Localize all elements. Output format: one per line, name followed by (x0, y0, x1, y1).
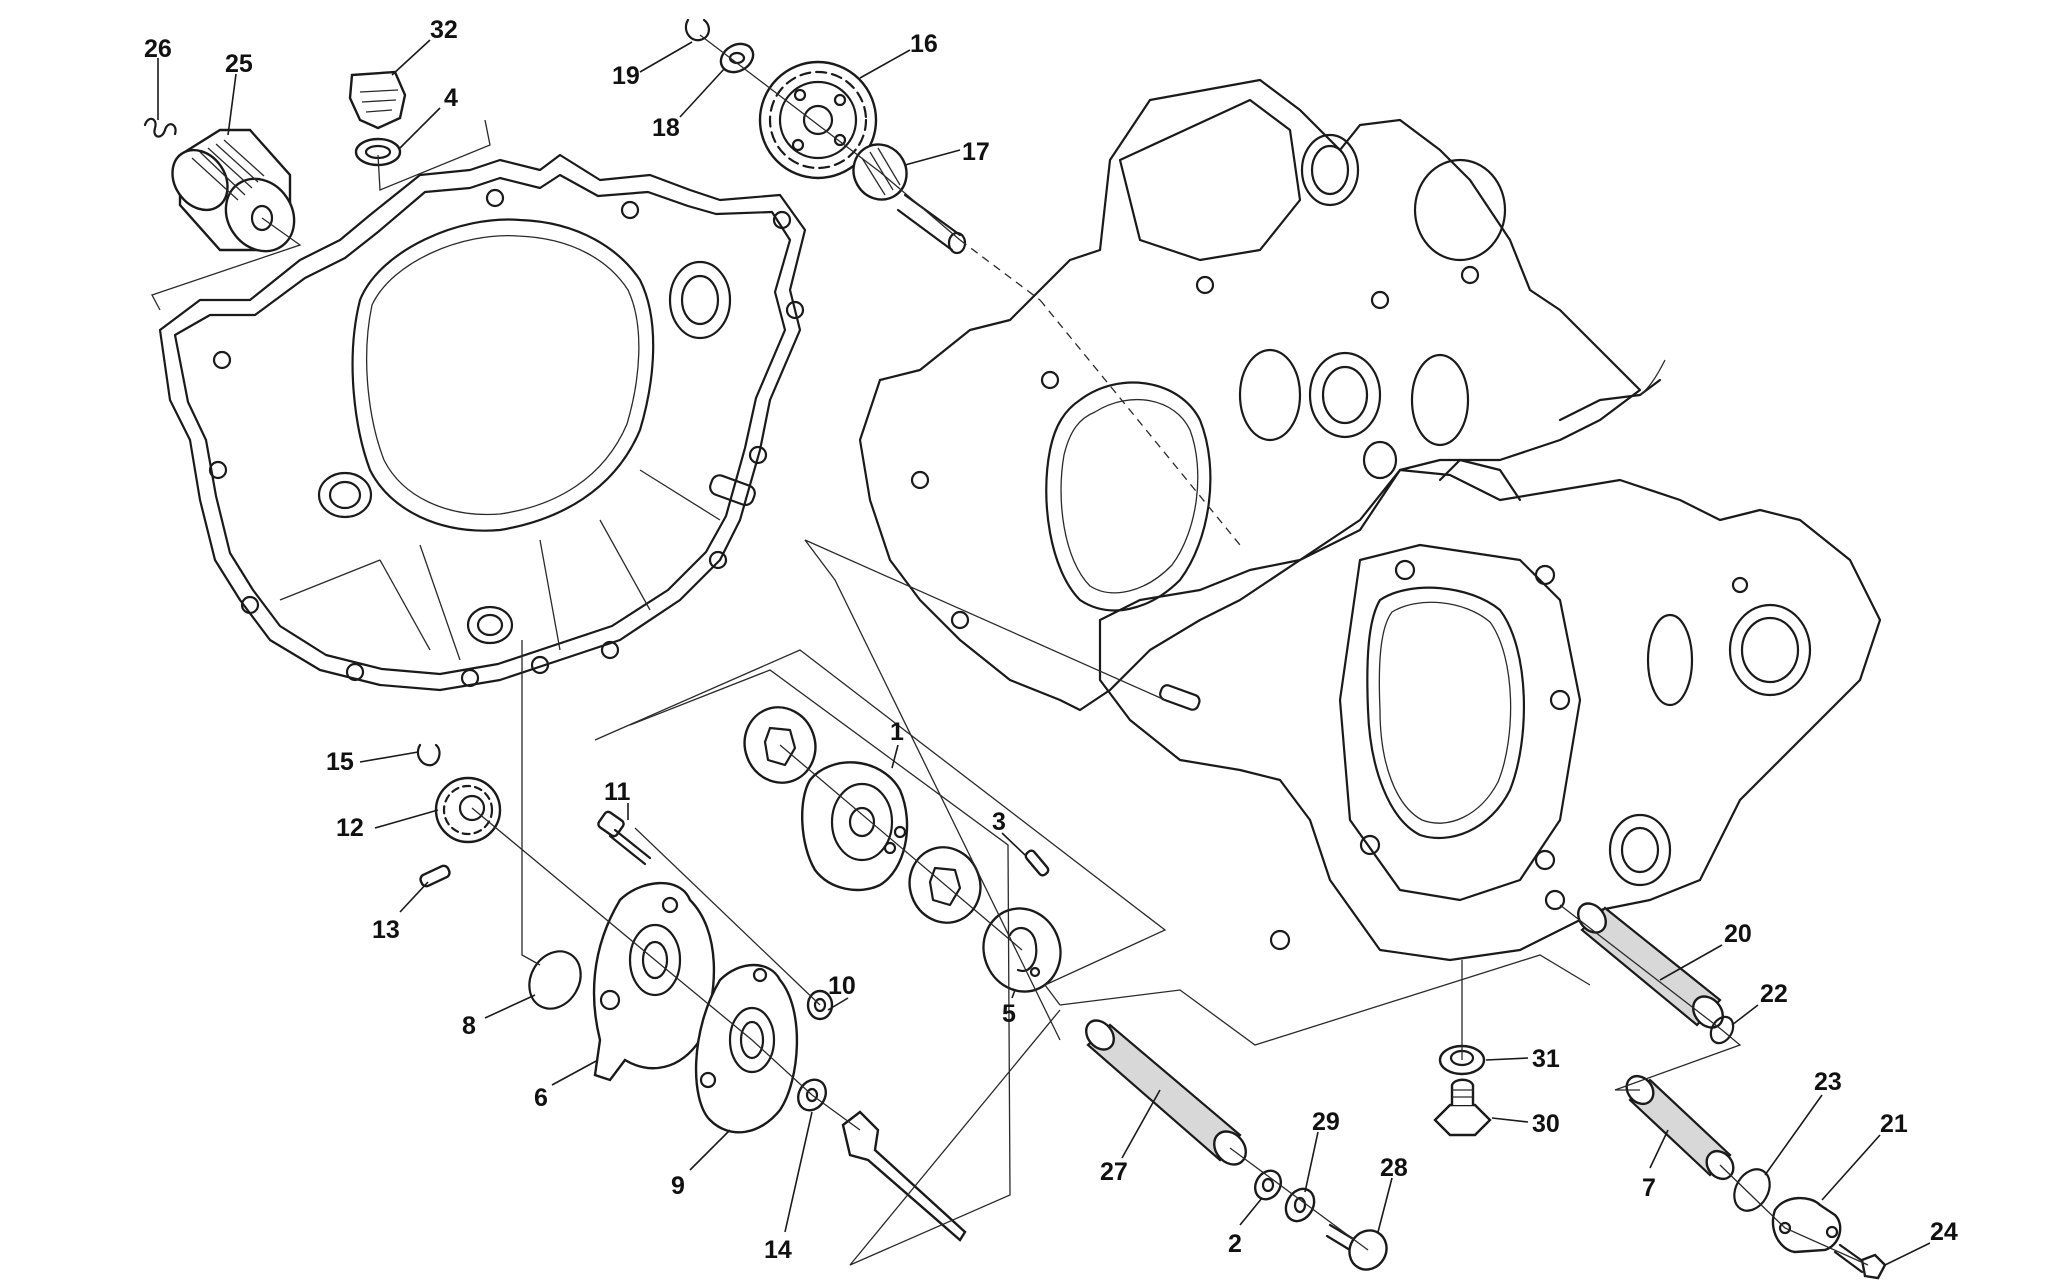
leader-lines (157, 39, 1931, 1266)
callout-4: 4 (444, 84, 458, 112)
clip-19 (684, 18, 710, 42)
callout-3: 3 (992, 808, 1006, 836)
filler-plug-32 (348, 70, 407, 130)
oil-screen-20 (1577, 902, 1724, 1029)
callout-19: 19 (612, 62, 640, 90)
crankcase-left-half (858, 78, 1666, 712)
callout-30: 30 (1532, 1110, 1560, 1138)
callout-6: 6 (534, 1084, 548, 1112)
callout-7: 7 (1642, 1174, 1656, 1202)
bolt-24 (1833, 1243, 1887, 1280)
callout-2: 2 (1228, 1230, 1242, 1258)
callout-20: 20 (1724, 920, 1752, 948)
callout-13: 13 (372, 916, 400, 944)
circlip-22 (1709, 1015, 1735, 1045)
callout-22: 22 (1760, 980, 1788, 1008)
bushing-10 (806, 989, 834, 1021)
washer-29 (1284, 1187, 1316, 1223)
callout-18: 18 (652, 114, 680, 142)
callout-5: 5 (1002, 1000, 1016, 1028)
oil-filter-25 (171, 128, 296, 253)
callout-9: 9 (671, 1172, 685, 1200)
callout-15: 15 (326, 748, 354, 776)
callout-labels: 1 2 3 4 5 6 7 8 9 10 11 12 13 14 15 16 1… (144, 16, 1958, 1264)
screen-cover-21 (1771, 1196, 1842, 1254)
callout-16: 16 (910, 30, 938, 58)
callout-14: 14 (764, 1236, 792, 1264)
callout-27: 27 (1100, 1158, 1128, 1186)
rotor-housing-1 (801, 761, 909, 892)
callout-1: 1 (890, 718, 904, 746)
o-ring-8 (528, 950, 582, 1010)
callout-11: 11 (604, 778, 631, 806)
pump-shaft (841, 1110, 967, 1242)
pump-gear-12 (434, 776, 502, 844)
callout-25: 25 (225, 50, 253, 78)
callout-32: 32 (430, 16, 458, 44)
callout-28: 28 (1380, 1154, 1408, 1182)
assembly-lines (151, 34, 1869, 1266)
oil-screen-27 (1085, 1019, 1247, 1166)
washer-18 (719, 42, 755, 74)
callout-21: 21 (1880, 1110, 1908, 1138)
callout-8: 8 (462, 1012, 476, 1040)
washer-2 (1253, 1169, 1283, 1201)
callout-12: 12 (336, 814, 364, 842)
crankcase-right-half (1098, 458, 1882, 962)
pump-plate-9 (694, 963, 799, 1134)
clutch-cover (158, 153, 807, 692)
o-ring-23 (1733, 1168, 1771, 1212)
spring-26 (143, 117, 177, 138)
callout-26: 26 (144, 35, 172, 63)
callout-17: 17 (962, 138, 990, 166)
callout-24: 24 (1930, 1218, 1958, 1246)
callout-31: 31 (1532, 1045, 1560, 1073)
pin-3 (1024, 849, 1050, 877)
bolt-11 (597, 810, 652, 866)
bolt-28 (1325, 1223, 1388, 1271)
callout-10: 10 (828, 972, 856, 1000)
callout-23: 23 (1814, 1068, 1842, 1096)
drain-plug-30 (1433, 1078, 1492, 1137)
pin-13 (419, 864, 451, 888)
kickstart-shaft (896, 193, 967, 255)
oil-screen-7 (1625, 1074, 1735, 1181)
clip-15 (416, 743, 441, 767)
gear-16 (758, 60, 878, 180)
callout-29: 29 (1312, 1108, 1340, 1136)
